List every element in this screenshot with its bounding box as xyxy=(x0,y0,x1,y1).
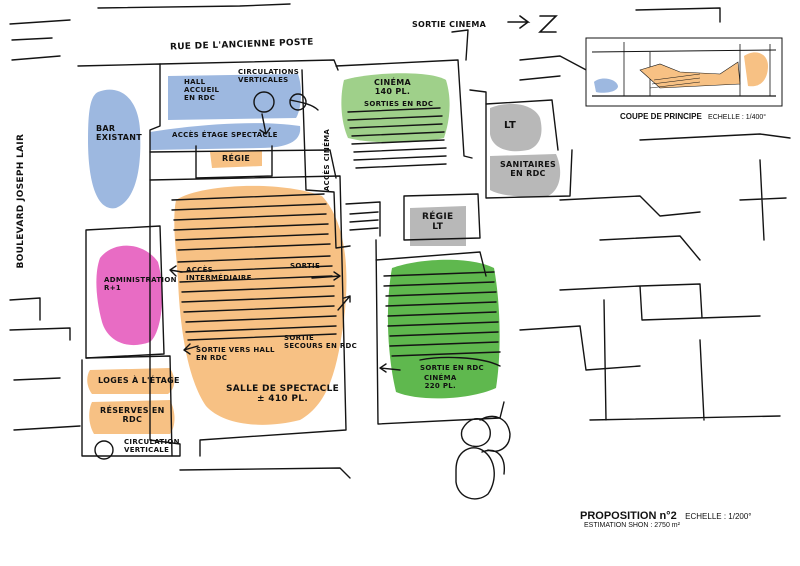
circulation-verticale-line2: verticale xyxy=(124,446,170,455)
regie-lt-zone xyxy=(410,206,466,246)
section-caption-title: COUPE DE PRINCIPE xyxy=(620,112,702,121)
section-drawing xyxy=(585,37,783,107)
sortie-hall-label: Sortie vers hall en RdC xyxy=(196,346,275,362)
reserves-label-line2: RdC xyxy=(122,415,143,425)
loges-zone xyxy=(87,368,175,394)
sanitaires-label-line1: Sanitaires xyxy=(500,160,557,169)
hall-zone xyxy=(168,74,302,120)
street-label-left: Boulevard Joseph Lair xyxy=(16,133,27,269)
cinema1-label-line2: 140 pl. xyxy=(374,87,411,97)
title-block: PROPOSITION n°2 ECHELLE : 1/200° xyxy=(580,506,752,524)
acces-intermediaire-line1: Accès xyxy=(186,266,214,274)
loges-label: Loges à l'étage xyxy=(98,376,180,385)
circulations-label-line2: verticales xyxy=(238,76,289,85)
sortie-label: Sortie xyxy=(290,262,321,270)
regie-top-zone xyxy=(210,150,262,168)
circulations-label-line1: Circulations xyxy=(238,68,300,76)
bar-zone xyxy=(88,89,141,209)
cinema2-label-line1: Cinéma xyxy=(424,374,457,382)
hall-label-line1: Hall xyxy=(184,78,206,86)
administration-label-line1: Administration xyxy=(104,276,177,284)
lt-top-label: LT xyxy=(504,120,517,131)
reserves-zone xyxy=(89,400,175,434)
bar-label-line2: existant xyxy=(96,133,142,143)
cinema2-label: Cinéma 220 pl. xyxy=(424,374,457,390)
hall-label: Hall Accueil en RdC xyxy=(184,78,219,102)
acces-intermediaire-label: Accès intermédiaire xyxy=(186,266,252,282)
bar-label-line1: Bar xyxy=(96,124,116,133)
administration-label: Administration R+1 xyxy=(104,276,177,292)
circulation-verticale-label: Circulation verticale xyxy=(124,438,180,454)
regie-top-label: Régie xyxy=(222,154,251,163)
proposal-scale: ECHELLE : 1/200° xyxy=(685,512,752,521)
cinema2-label-line2: 220 pl. xyxy=(424,382,456,391)
sortie-rdc-cinema2-label: Sortie en RdC xyxy=(420,364,484,372)
lt-zone xyxy=(490,103,542,152)
circulation-verticale-line1: Circulation xyxy=(124,438,180,446)
ink-lines xyxy=(9,3,791,500)
circulations-label: Circulations verticales xyxy=(238,68,299,84)
acces-intermediaire-line2: intermédiaire xyxy=(186,274,252,283)
acces-etage-label: Accès étage spectacle xyxy=(172,131,278,139)
sanitaires-label-line2: en RdC xyxy=(510,169,546,179)
sanitaires-label: Sanitaires en RdC xyxy=(500,160,556,178)
sortie-secours-line2: secours en RdC xyxy=(284,342,358,351)
cinema1-label-line1: Cinéma xyxy=(374,78,411,87)
hall-label-line3: en RdC xyxy=(184,94,216,103)
north-arrow-icon xyxy=(507,15,558,33)
section-caption-scale: ECHELLE : 1/400° xyxy=(708,114,767,121)
sortie-secours-line1: Sortie xyxy=(284,334,315,342)
sortie-secours-label: Sortie secours en RdC xyxy=(284,334,357,350)
cinema1-label: Cinéma 140 pl. xyxy=(374,78,411,96)
sortie-hall-line2: en RdC xyxy=(196,354,228,363)
salle-label-line1: Salle de spectacle xyxy=(226,384,340,394)
color-zones xyxy=(87,73,561,434)
reserves-label: Réserves en RdC xyxy=(100,406,165,424)
salle-label: Salle de spectacle ± 410 pl. xyxy=(226,384,339,405)
exit-cinema-label: Sortie Cinema xyxy=(412,20,487,29)
shon-estimate: ESTIMATION SHON : 2750 m² xyxy=(584,522,680,529)
regie-lt-label-line1: Régie xyxy=(422,212,454,222)
sanitaires-zone xyxy=(490,154,561,197)
regie-lt-label-line2: LT xyxy=(432,222,444,233)
hall-label-line2: Accueil xyxy=(184,86,220,95)
bar-label: Bar existant xyxy=(96,124,142,142)
sortie-hall-line1: Sortie vers hall xyxy=(196,346,275,354)
regie-lt-label: Régie LT xyxy=(422,212,453,233)
proposal-title: PROPOSITION n°2 xyxy=(580,510,677,522)
admin-zone xyxy=(96,245,163,346)
salle-label-line2: ± 410 pl. xyxy=(257,394,309,405)
section-caption: COUPE DE PRINCIPE ECHELLE : 1/400° xyxy=(620,112,766,121)
administration-label-line2: R+1 xyxy=(104,284,122,293)
sorties-rdc-label: Sorties en RdC xyxy=(364,100,434,108)
acces-etage-zone xyxy=(150,123,301,150)
acces-cinema-label: Accès cinéma xyxy=(323,128,332,192)
reserves-label-line1: Réserves en xyxy=(100,406,165,415)
